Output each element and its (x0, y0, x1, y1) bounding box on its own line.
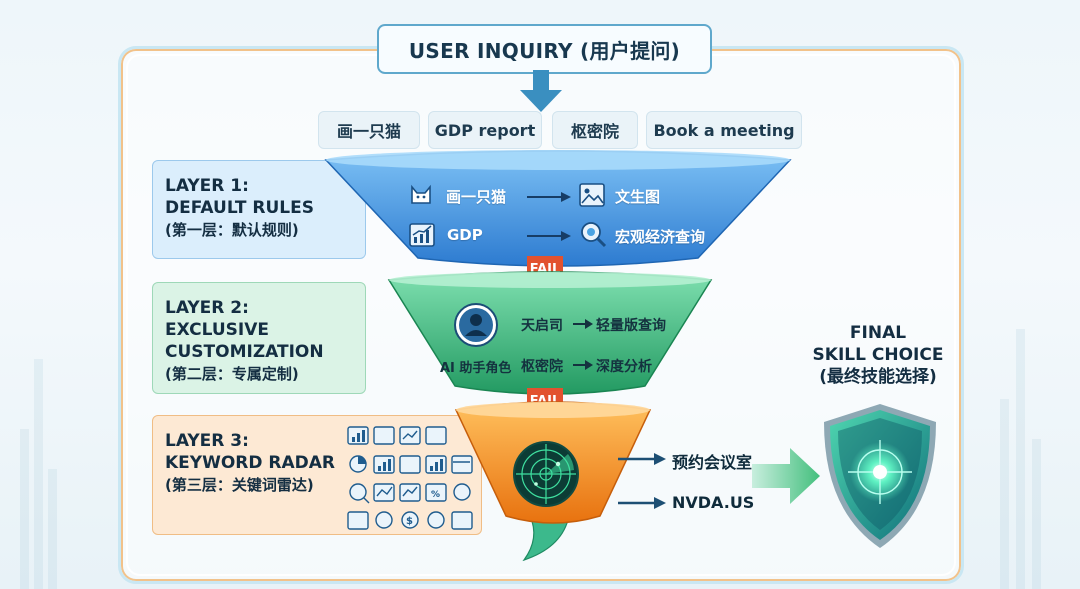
person-avatar-icon (454, 303, 498, 347)
layer2-title: LAYER 2: (165, 298, 249, 318)
layer1-subtitle: (第一层：默认规则) (165, 221, 299, 239)
final-line3: (最终技能选择) (819, 367, 937, 387)
line-chart-icon (409, 223, 435, 247)
example-chip: Book a meeting (646, 111, 802, 149)
layer3-output: NVDA.US (672, 493, 755, 512)
final-line1: FINAL (849, 323, 907, 343)
layer1-title: LAYER 1: (165, 176, 249, 196)
svg-text:%: % (431, 490, 440, 500)
shield-icon (824, 404, 936, 548)
layer3-name: KEYWORD RADAR (165, 453, 336, 473)
layer2-rule-input: 枢密院 (521, 359, 563, 375)
layer3-title: LAYER 3: (165, 431, 249, 451)
radar-icon (513, 441, 579, 507)
layer2-name-line2: CUSTOMIZATION (165, 342, 324, 362)
cat-icon (411, 184, 431, 204)
layer3-output: 预约会议室 (672, 453, 753, 472)
ai-assistant-role: AI 助手角色 (440, 361, 512, 376)
layer2-rule-output: 轻量版查询 (596, 318, 666, 334)
example-chip: 枢密院 (552, 111, 638, 149)
rule-arrow-icon (573, 360, 593, 370)
layer2-rule-input: 天启司 (521, 318, 563, 334)
layer1-funnel (324, 150, 792, 267)
final-skill-choice-label: FINAL SKILL CHOICE (最终技能选择) (807, 322, 949, 388)
layer2-name-line1: EXCLUSIVE (165, 320, 269, 340)
layer1-label: LAYER 1: DEFAULT RULES (第一层：默认规则) (152, 160, 366, 259)
svg-text:$: $ (406, 516, 413, 527)
output-arrow (618, 497, 666, 509)
layer2-subtitle: (第二层：专属定制) (165, 365, 299, 383)
layer2-rule-output: 深度分析 (596, 359, 652, 375)
layer3-subtitle: (第三层：关键词雷达) (165, 476, 314, 494)
layer1-rule-input: 画一只猫 (446, 188, 507, 206)
layer2-label: LAYER 2: EXCLUSIVE CUSTOMIZATION (第二层：专属… (152, 282, 366, 394)
layer1-rule-input: GDP (447, 226, 483, 244)
layer1-name: DEFAULT RULES (165, 198, 314, 218)
image-icon (579, 183, 605, 207)
rule-arrow-icon (573, 319, 593, 329)
magnifier-globe-icon (581, 222, 607, 248)
layer1-rule-output: 文生图 (615, 188, 661, 206)
layer1-rule-output: 宏观经济查询 (615, 228, 706, 246)
layer2-funnel (387, 271, 713, 395)
user-inquiry-title: USER INQUIRY (用户提问) (377, 24, 712, 74)
to-final-arrow (752, 448, 820, 504)
example-chip: 画一只猫 (318, 111, 420, 149)
rule-arrow-icon (527, 192, 571, 202)
rule-arrow-icon (527, 231, 571, 241)
example-chip: GDP report (428, 111, 542, 149)
keyword-icons-grid: $ % (347, 426, 473, 530)
inquiry-arrow (520, 70, 562, 112)
final-line2: SKILL CHOICE (812, 345, 944, 365)
output-arrow (618, 453, 666, 465)
